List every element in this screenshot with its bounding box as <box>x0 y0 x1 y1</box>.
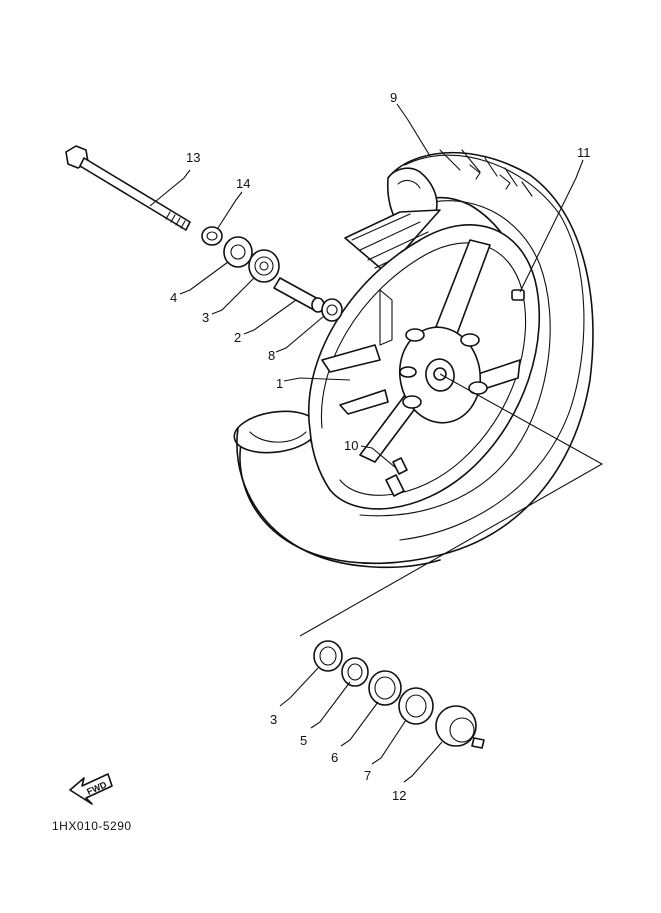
bearing-upper <box>248 249 280 283</box>
fwd-label: FWD <box>85 779 108 797</box>
spacer-tube <box>273 277 325 313</box>
drawing-code: 1HX010-5290 <box>52 819 132 833</box>
circlip <box>341 657 369 687</box>
part-12-label: 12 <box>392 788 406 803</box>
part-5-label: 5 <box>300 733 307 748</box>
meter-clutch <box>368 670 402 706</box>
oil-seal-upper <box>223 236 253 268</box>
bearing-lower <box>313 640 343 672</box>
part-13-label: 13 <box>186 150 200 165</box>
part-10-label: 10 <box>344 438 358 453</box>
oil-seal-lower <box>398 687 434 725</box>
forward-arrow-icon: FWD <box>69 773 113 805</box>
part-4-label: 4 <box>170 290 177 305</box>
front-axle <box>65 145 191 231</box>
part-3-lower-label: 3 <box>270 712 277 727</box>
balance-weight <box>511 289 525 301</box>
part-8-label: 8 <box>268 348 275 363</box>
collar <box>201 226 223 246</box>
part-1-label: 1 <box>276 376 283 391</box>
part-14-label: 14 <box>236 176 250 191</box>
part-7-label: 7 <box>364 768 371 783</box>
valve-stem <box>385 457 408 497</box>
cast-wheel <box>308 224 541 510</box>
part-2-label: 2 <box>234 330 241 345</box>
part-11-label: 11 <box>577 145 591 160</box>
leader-lines <box>149 103 584 783</box>
part-9-label: 9 <box>390 90 397 105</box>
gear-unit <box>435 705 485 749</box>
exploded-group-bracket <box>299 373 604 637</box>
spacer-flange <box>321 298 343 322</box>
part-3-upper-label: 3 <box>202 310 209 325</box>
part-6-label: 6 <box>331 750 338 765</box>
